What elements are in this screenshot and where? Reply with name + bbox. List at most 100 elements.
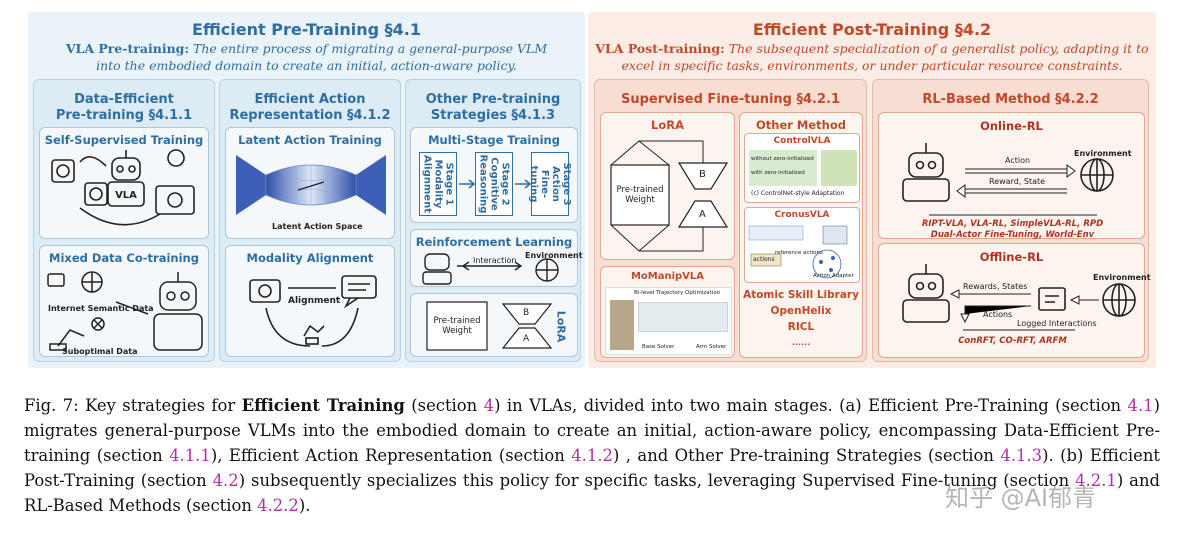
online-environment-label: Environment <box>1074 149 1132 158</box>
cronus-reference: reference actions <box>775 250 823 256</box>
stage-1-box: Stage 1 Modality Alignment <box>419 152 457 216</box>
other-pretraining-column: Other Pre-training Strategies §4.1.3 Mul… <box>405 79 583 362</box>
data-efficient-title: Data-Efficient Pre-training §4.1.1 <box>34 92 214 124</box>
pretraining-subtitle: VLA Pre-training: The entire process of … <box>28 40 585 74</box>
modality-alignment-card: Modality Alignment Alignment <box>225 245 395 357</box>
caption-part-10: ). <box>298 496 311 515</box>
online-action-label: Action <box>1005 156 1031 165</box>
lora-illustration-pretrain <box>426 301 553 351</box>
controlvla-caption: (c) ControlNet-style Adaptation <box>751 190 845 197</box>
caption-bold: Efficient Training <box>241 396 405 415</box>
other-pretraining-title-line2: Strategies §4.1.3 <box>430 108 556 123</box>
caption-ref-4-2-2[interactable]: 4.2.2 <box>257 496 299 515</box>
caption-ref-4[interactable]: 4 <box>483 396 495 415</box>
method-ellipsis: ...... <box>791 338 811 347</box>
pretraining-title: Efficient Pre-Training §4.1 <box>192 20 421 39</box>
pretraining-panel: Efficient Pre-Training §4.1 VLA Pre-trai… <box>28 12 585 368</box>
sft-lora-weight: Pre-trained Weight <box>616 185 664 205</box>
latent-space-illustration <box>236 155 386 215</box>
caption-part-2: (section <box>404 396 484 415</box>
sft-lora-illustration <box>610 140 729 252</box>
offline-rl-methods: ConRFT, CO-RFT, ARFM <box>958 336 1067 346</box>
latent-action-card: Latent Action Training Latent Action Spa… <box>225 127 395 239</box>
self-supervised-title: Self-Supervised Training <box>44 133 204 147</box>
method-atomic-skill: Atomic Skill Library <box>743 289 859 301</box>
caption-part-4: ) migrates general-purpose VLMs into the… <box>24 396 1161 465</box>
lora-vertical-label: LoRA <box>554 310 568 343</box>
offline-rl-card: Offline-RL <box>878 243 1151 358</box>
controlvla-with: with zero-initialized <box>751 170 805 176</box>
caption-ref-4-1[interactable]: 4.1 <box>1127 396 1154 415</box>
other-method-list: Atomic Skill Library OpenHelix RICL ....… <box>740 287 862 351</box>
momanipvla-title: MoManipVLA <box>630 271 705 282</box>
offline-logged-label: Logged Interactions <box>1017 319 1097 328</box>
posttraining-panel: Efficient Post-Training §4.2 VLA Post-tr… <box>588 12 1156 368</box>
rl-title: RL-Based Method §4.2.2 <box>922 92 1099 107</box>
rl-loop-illustration <box>422 253 559 285</box>
latent-action-space-label: Latent Action Space <box>272 222 363 231</box>
online-rl-illustration <box>902 143 1114 216</box>
caption-ref-4-1-2[interactable]: 4.1.2 <box>571 446 613 465</box>
pretraining-subtitle-line2: into the embodied domain to create an in… <box>96 58 517 73</box>
caption-ref-4-1-1[interactable]: 4.1.1 <box>169 446 211 465</box>
stage-3-box: Stage 3 Action Fine-tuning <box>528 152 572 216</box>
lora-card-pretrain: Pre-trained Weight B A LoRA <box>410 293 578 357</box>
offline-actions-label: Actions <box>983 310 1013 319</box>
caption-ref-4-1-3[interactable]: 4.1.3 <box>1000 446 1043 465</box>
method-openhelix: OpenHelix <box>770 305 832 317</box>
online-reward-label: Reward, State <box>989 177 1046 186</box>
reinforcement-learning-card: Reinforcement Learning Interaction Envir… <box>410 229 583 287</box>
other-method-title: Other Method <box>756 118 846 132</box>
latent-action-title: Latent Action Training <box>238 133 382 147</box>
sft-lora-a: A <box>699 209 706 220</box>
online-methods-line1: RIPT-VLA, VLA-RL, SimpleVLA-RL, RPD <box>921 219 1104 229</box>
sft-column: Supervised Fine-tuning §4.2.1 LoRA Pre-t… <box>594 79 867 362</box>
lora-a-label: A <box>523 334 530 344</box>
sft-lora-card: LoRA Pre-trained Weight B A <box>600 112 735 260</box>
sft-title: Supervised Fine-tuning §4.2.1 <box>620 92 841 107</box>
controlvla-label: ControlVLA <box>773 136 831 146</box>
action-representation-column: Efficient Action Representation §4.1.2 L… <box>219 79 401 362</box>
data-efficient-title-line1: Data-Efficient <box>74 92 174 107</box>
data-efficient-column: Data-Efficient Pre-training §4.1.1 Self-… <box>33 79 215 362</box>
momanipvla-figure: Bi-level Trajectory Optimization Base So… <box>605 287 732 355</box>
mixed-data-card: Mixed Data Co-training Interne <box>39 245 209 357</box>
action-representation-title: Efficient Action Representation §4.1.2 <box>220 92 400 124</box>
action-representation-title-line2: Representation §4.1.2 <box>229 108 391 123</box>
mixed-data-illustration <box>47 271 203 351</box>
rl-environment-label: Environment <box>525 251 583 260</box>
offline-rewards-label: Rewards, States <box>963 282 1028 291</box>
modality-alignment-title: Modality Alignment <box>246 251 374 265</box>
vla-label: VLA <box>115 190 137 201</box>
other-pretraining-title: Other Pre-training Strategies §4.1.3 <box>406 92 580 124</box>
online-rl-card: Online-RL Action <box>878 112 1145 240</box>
posttraining-subtitle-line2: excel in specific tasks, environments, o… <box>621 58 1123 73</box>
caption-part-7: ). (b) Efficient Post-Training (section <box>24 446 1160 490</box>
alignment-label: Alignment <box>288 296 341 306</box>
cronus-actions: actions <box>753 256 775 263</box>
caption-part-9: ) and RL-Based Methods (section <box>24 471 1160 515</box>
internet-semantic-label: Internet Semantic Data <box>48 304 154 313</box>
caption-part-3: ) in VLAs, divided into two main stages.… <box>494 396 1128 415</box>
caption-part-1: Fig. 7: Key strategies for <box>24 396 242 415</box>
posttraining-subtitle-line1: The subsequent specialization of a gener… <box>728 41 1149 56</box>
caption-ref-4-2-1[interactable]: 4.2.1 <box>1075 471 1117 490</box>
momanip-arm-solver: Arm Solver <box>696 344 727 350</box>
multi-stage-title: Multi-Stage Training <box>428 133 560 147</box>
momanip-subtitle: Bi-level Trajectory Optimization <box>634 290 721 296</box>
method-ricl: RICL <box>787 321 815 333</box>
caption-part-5: ), Efficient Action Representation (sect… <box>210 446 572 465</box>
self-supervised-illustration: VLA <box>51 149 195 226</box>
lora-b-label: B <box>523 308 530 318</box>
zhihu-watermark: 知乎 @AI郁青 <box>945 484 1097 512</box>
controlvla-without: without zero-initialized <box>751 156 814 162</box>
sft-lora-title: LoRA <box>651 118 684 132</box>
data-efficient-title-line2: Pre-training §4.1.1 <box>55 108 193 123</box>
other-pretraining-title-line1: Other Pre-training <box>425 92 561 107</box>
caption-ref-4-2[interactable]: 4.2 <box>212 471 239 490</box>
offline-environment-label: Environment <box>1093 273 1151 282</box>
cronusvla-illustration <box>748 225 848 279</box>
cronus-adapter: Action Adapter <box>813 273 854 279</box>
suboptimal-data-label: Suboptimal Data <box>62 347 138 356</box>
self-supervised-card: Self-Supervised Training <box>39 127 209 239</box>
